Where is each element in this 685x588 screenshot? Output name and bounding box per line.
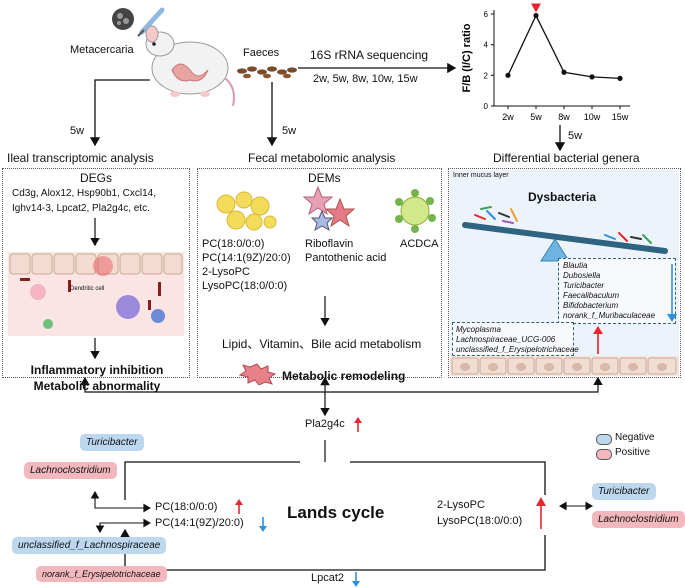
lands-lyso1: 2-LysoPC <box>437 499 485 511</box>
data-point <box>505 72 511 78</box>
dysbacteria-title: Dysbacteria <box>528 190 597 204</box>
metabolic-remodeling-icon <box>238 363 276 385</box>
faeces-icon <box>237 66 297 79</box>
intestinal-tissue-illustration <box>8 252 184 336</box>
enzyme-lpcat2: Lpcat2 <box>311 572 345 584</box>
tag-right-lachnoclostridium: Lachnoclostridium <box>592 511 685 528</box>
legend-positive-label: Positive <box>615 447 651 458</box>
lands-pc1: PC(18:0/0:0) <box>155 501 218 513</box>
pc-item-3: LysoPC(18:0/0:0) <box>202 280 288 292</box>
down-genus-5: norank_f_Muribaculaceae <box>563 311 656 320</box>
y-axis-label: F/B (I/C) ratio <box>461 23 473 92</box>
y-tick-label: 0 <box>484 102 489 111</box>
enzyme-pla2g4c: Pla2g4c <box>305 418 345 430</box>
legend-negative-label: Negative <box>615 432 655 443</box>
data-point <box>617 75 623 81</box>
sequencing-label: 16S rRNA sequencing <box>310 48 429 62</box>
lyso-up-arrow <box>536 497 546 529</box>
panel-fecal <box>197 168 442 378</box>
metabolism-pathways: Lipid、Vitamin、Bile acid metabolism <box>222 337 422 351</box>
legend-negative-swatch <box>596 434 612 445</box>
down-genus-1: Dubosiella <box>563 271 601 280</box>
metacercaria-label: Metacercaria <box>70 44 134 56</box>
pc1-up-arrow <box>235 499 243 514</box>
lpcat2-down-arrow <box>352 572 360 587</box>
pc2-down-arrow <box>259 517 267 532</box>
epithelium-illustration <box>450 356 679 376</box>
y-tick-label: 6 <box>484 10 489 19</box>
faeces-label: Faeces <box>243 47 280 59</box>
series-line <box>507 14 621 80</box>
panel-bacterial <box>448 168 681 378</box>
down-genus-4: Bifidobacterium <box>563 301 619 310</box>
data-point <box>561 69 567 75</box>
acid-acdca: ACDCA <box>400 238 439 250</box>
lands-pc2: PC(14:1(9Z)/20:0) <box>155 517 244 529</box>
fb-ratio-chart: F/B (I/C) ratio 0 2 4 6 2w 5w 8w 10w 15w <box>461 3 630 122</box>
inner-mucus-layer-label: Inner mucus layer <box>453 172 509 179</box>
riboflavin-star-icon <box>302 185 356 232</box>
x-tick-label: 8w <box>558 112 570 122</box>
tag-left-turicibacter: Turicibacter <box>80 434 144 451</box>
data-point <box>589 74 595 80</box>
degs-genes-line2: Ighv14-3, Lpcat2, Pla2g4c, etc. <box>12 203 150 214</box>
panel-ileal <box>2 168 190 378</box>
mouse-icon <box>145 25 235 107</box>
header-fecal: Fecal metabolomic analysis <box>248 151 396 165</box>
down-genus-2: Turicibacter <box>563 281 605 290</box>
arrow-label-fecal: 5w <box>282 125 297 137</box>
metacercaria-icon <box>112 7 165 37</box>
lands-cycle-title: Lands cycle <box>287 503 385 522</box>
data-point <box>533 12 539 19</box>
dems-title: DEMs <box>308 171 341 185</box>
tag-left-unclassified-lachnospiraceae: unclassified_f_Lachnospiraceae <box>12 537 167 554</box>
pc-item-0: PC(18:0/0:0) <box>202 238 265 250</box>
legend-positive-swatch <box>596 449 612 460</box>
arrow-label-ileal: 5w <box>70 125 85 137</box>
dysbiosis-seesaw-illustration <box>462 206 668 262</box>
down-genera-box: Blautia Dubosiella Turicibacter Faecalib… <box>558 258 676 324</box>
header-ileal: Ileal transcriptomic analysis <box>7 151 154 165</box>
y-tick-label: 2 <box>484 71 489 80</box>
degs-title: DEGs <box>80 171 113 185</box>
tag-right-turicibacter: Turicibacter <box>592 483 656 500</box>
pc-item-2: 2-LysoPC <box>202 266 250 278</box>
timepoints-label: 2w, 5w, 8w, 10w, 15w <box>313 73 418 85</box>
tag-left-norank-erysipelotrichaceae: norank_f_Erysipelotrichaceae <box>36 566 167 582</box>
up-genus-2: unclassified_f_Erysipelotrichaceae <box>456 345 579 354</box>
x-tick-label: 15w <box>612 112 629 122</box>
up-genera-box: Mycoplasma Lachnospiraceae_UCG-006 uncla… <box>452 322 579 356</box>
header-bacterial: Differential bacterial genera <box>493 151 640 165</box>
up-arrow-icon <box>593 326 603 354</box>
tag-left-lachnoclostridium: Lachnoclostridium <box>24 462 117 479</box>
outcome-metabolic: Metabolic abnormality <box>33 379 161 393</box>
arrow-label-bacterial: 5w <box>568 130 583 142</box>
down-genus-3: Faecalibaculum <box>563 291 620 300</box>
lipid-droplets-icon <box>216 191 277 231</box>
metabolic-remodeling-label: Metabolic remodeling <box>282 369 406 383</box>
vitamin-pantothenic: Pantothenic acid <box>305 252 387 264</box>
acdca-ring-icon <box>395 189 436 233</box>
pc-item-1: PC(14:1(9Z)/20:0) <box>202 252 291 264</box>
outcome-inflammation: Inflammatory inhibition <box>30 363 164 377</box>
down-arrow-icon <box>667 264 677 322</box>
y-tick-label: 4 <box>484 41 489 50</box>
lands-lyso2: LysoPC(18:0/0:0) <box>437 515 523 527</box>
down-genus-0: Blautia <box>563 261 588 270</box>
x-tick-label: 10w <box>584 112 601 122</box>
up-genus-0: Mycoplasma <box>456 325 501 334</box>
dendritic-cell-label: Dendritic cell <box>70 286 105 292</box>
x-tick-label: 5w <box>530 112 542 122</box>
x-tick-label: 2w <box>502 112 514 122</box>
up-genus-1: Lachnospiraceae_UCG-006 <box>456 335 556 344</box>
pla2g4c-up-arrow <box>354 417 362 432</box>
vitamin-riboflavin: Riboflavin <box>305 238 354 250</box>
degs-genes-line1: Cd3g, Alox12, Hsp90b1, Cxcl14, <box>12 188 156 199</box>
peak-marker <box>531 3 541 13</box>
